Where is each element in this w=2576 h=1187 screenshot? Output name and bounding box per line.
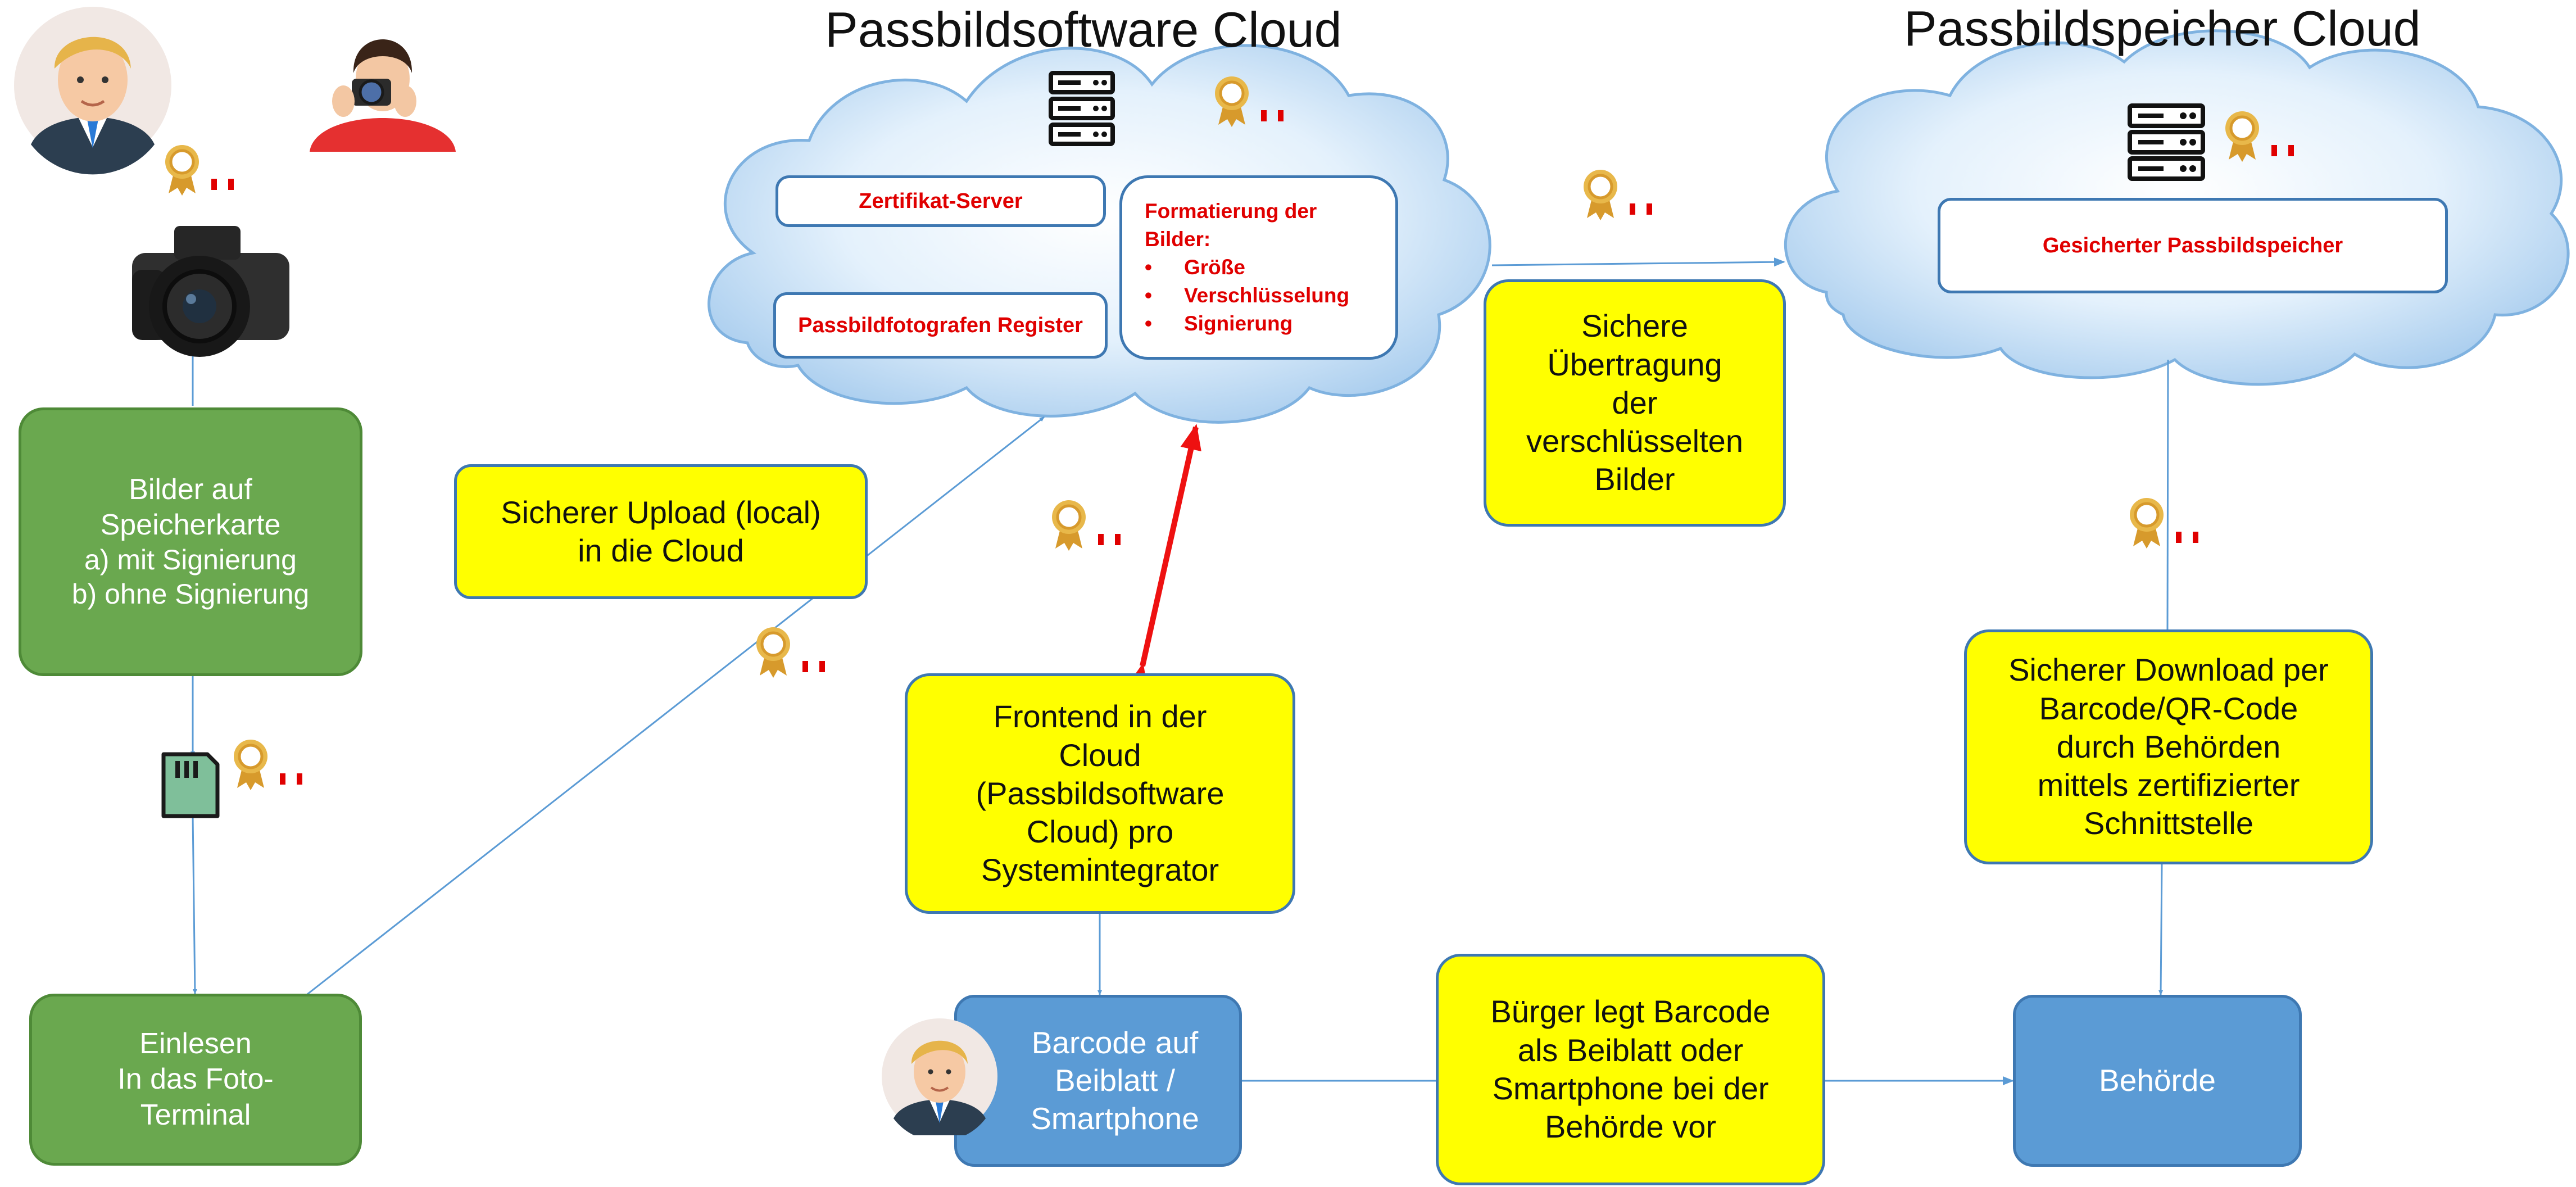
software-cloud-title: Passbildsoftware Cloud (825, 2, 1342, 57)
citizen-presents-box: Bürger legt Barcode als Beiblatt oder Sm… (1436, 954, 1825, 1185)
formatting-item-encryption: Verschlüsselung (1145, 282, 1373, 310)
memory-card-line-2: Speicherkarte (100, 509, 281, 541)
formatting-heading: Formatierung der Bilder: (1145, 200, 1317, 251)
certificate-award-icon (1052, 500, 1121, 551)
citizen-line-2: als Beiblatt oder (1517, 1032, 1744, 1068)
frontend-line-4: Cloud) pro (1026, 814, 1174, 850)
authority-label: Behörde (2099, 1063, 2216, 1098)
secure-transfer-line-4: verschlüsselten (1526, 423, 1743, 459)
certificate-award-icon (2225, 111, 2294, 162)
frontend-box: Frontend in der Cloud (Passbildsoftware … (905, 673, 1295, 914)
secure-upload-line-2: in die Cloud (578, 533, 744, 568)
formatting-box: Formatierung der Bilder: Größe Verschlüs… (1119, 175, 1398, 360)
connector-download-to-authority (2158, 864, 2164, 995)
certificate-award-icon (756, 627, 825, 678)
barcode-box: Barcode auf Beiblatt / Smartphone (954, 995, 1242, 1167)
photographer-register-box: Passbildfotografen Register (773, 292, 1108, 359)
citizen-line-1: Bürger legt Barcode (1490, 994, 1771, 1030)
certificate-award-icon (234, 740, 302, 790)
read-in-box: Einlesen In das Foto- Terminal (29, 994, 362, 1166)
download-line-2: Barcode/QR-Code (2039, 690, 2298, 726)
photographer-icon (310, 39, 456, 152)
frontend-line-2: Cloud (1059, 737, 1141, 773)
certificate-award-icon (165, 145, 234, 196)
frontend-line-3: (Passbildsoftware (976, 775, 1224, 811)
download-line-3: durch Behörden (2056, 728, 2281, 764)
formatting-item-signing: Signierung (1145, 310, 1373, 338)
connector-sdcard-to-readin (192, 814, 197, 994)
read-in-line-2: In das Foto- (117, 1063, 274, 1096)
connector-storage-to-download (2166, 359, 2169, 630)
secure-transfer-line-3: der (1612, 384, 1658, 420)
connector-readin-to-cloud (305, 416, 1045, 997)
download-line-4: mittels zertifizierter (2037, 767, 2300, 803)
citizen-line-4: Behörde vor (1544, 1109, 1717, 1145)
secure-storage-label: Gesicherter Passbildspeicher (2042, 233, 2343, 257)
secure-transfer-line-2: Übertragung (1547, 346, 1722, 382)
frontend-line-1: Frontend in der (993, 699, 1207, 735)
server-rack-icon (2128, 103, 2205, 181)
red-double-arrow (1127, 424, 1201, 691)
read-in-line-3: Terminal (140, 1098, 251, 1131)
formatting-list: Größe Verschlüsselung Signierung (1145, 253, 1373, 338)
secure-transfer-line-1: Sichere (1581, 308, 1688, 344)
citizen-avatar-icon (14, 7, 171, 175)
download-line-5: Schnittstelle (2084, 805, 2253, 841)
citizen-avatar-icon (882, 1018, 997, 1135)
certificate-award-icon (1584, 170, 1652, 220)
camera-icon (132, 226, 289, 357)
certificate-server-label: Zertifikat-Server (859, 189, 1023, 213)
certificate-award-icon (2130, 498, 2198, 549)
storage-cloud-title: Passbildspeicher Cloud (1904, 1, 2421, 56)
citizen-line-3: Smartphone bei der (1492, 1071, 1769, 1106)
read-in-line-1: Einlesen (139, 1027, 252, 1060)
memory-card-line-3: a) mit Signierung (84, 544, 297, 576)
barcode-line-1: Barcode auf (1031, 1025, 1199, 1061)
memory-card-box: Bilder auf Speicherkarte a) mit Signieru… (19, 407, 362, 676)
barcode-line-2: Beiblatt / (1054, 1063, 1175, 1098)
download-line-1: Sicherer Download per (2008, 652, 2329, 688)
secure-transfer-line-5: Bilder (1594, 461, 1675, 497)
certificate-server-box: Zertifikat-Server (775, 175, 1106, 227)
formatting-item-size: Größe (1145, 253, 1373, 282)
connector-cloud-to-storage (1491, 257, 1785, 267)
secure-download-box: Sicherer Download per Barcode/QR-Code du… (1964, 629, 2373, 864)
frontend-line-5: Systemintegrator (981, 852, 1219, 888)
memory-card-line-4: b) ohne Signierung (71, 578, 310, 610)
connectors (191, 257, 2169, 1085)
memory-card-line-1: Bilder auf (129, 473, 252, 506)
photographer-register-label: Passbildfotografen Register (798, 313, 1083, 337)
secure-upload-line-1: Sicherer Upload (local) (501, 494, 821, 530)
secure-transfer-box: Sichere Übertragung der verschlüsselten … (1484, 279, 1786, 527)
authority-box: Behörde (2013, 995, 2302, 1167)
certificate-award-icon (1215, 76, 1284, 127)
barcode-line-3: Smartphone (1031, 1100, 1199, 1136)
secure-storage-box: Gesicherter Passbildspeicher (1938, 198, 2448, 293)
sd-card-icon (161, 752, 220, 818)
secure-upload-box: Sicherer Upload (local) in die Cloud (454, 464, 868, 599)
server-rack-icon (1049, 71, 1115, 146)
